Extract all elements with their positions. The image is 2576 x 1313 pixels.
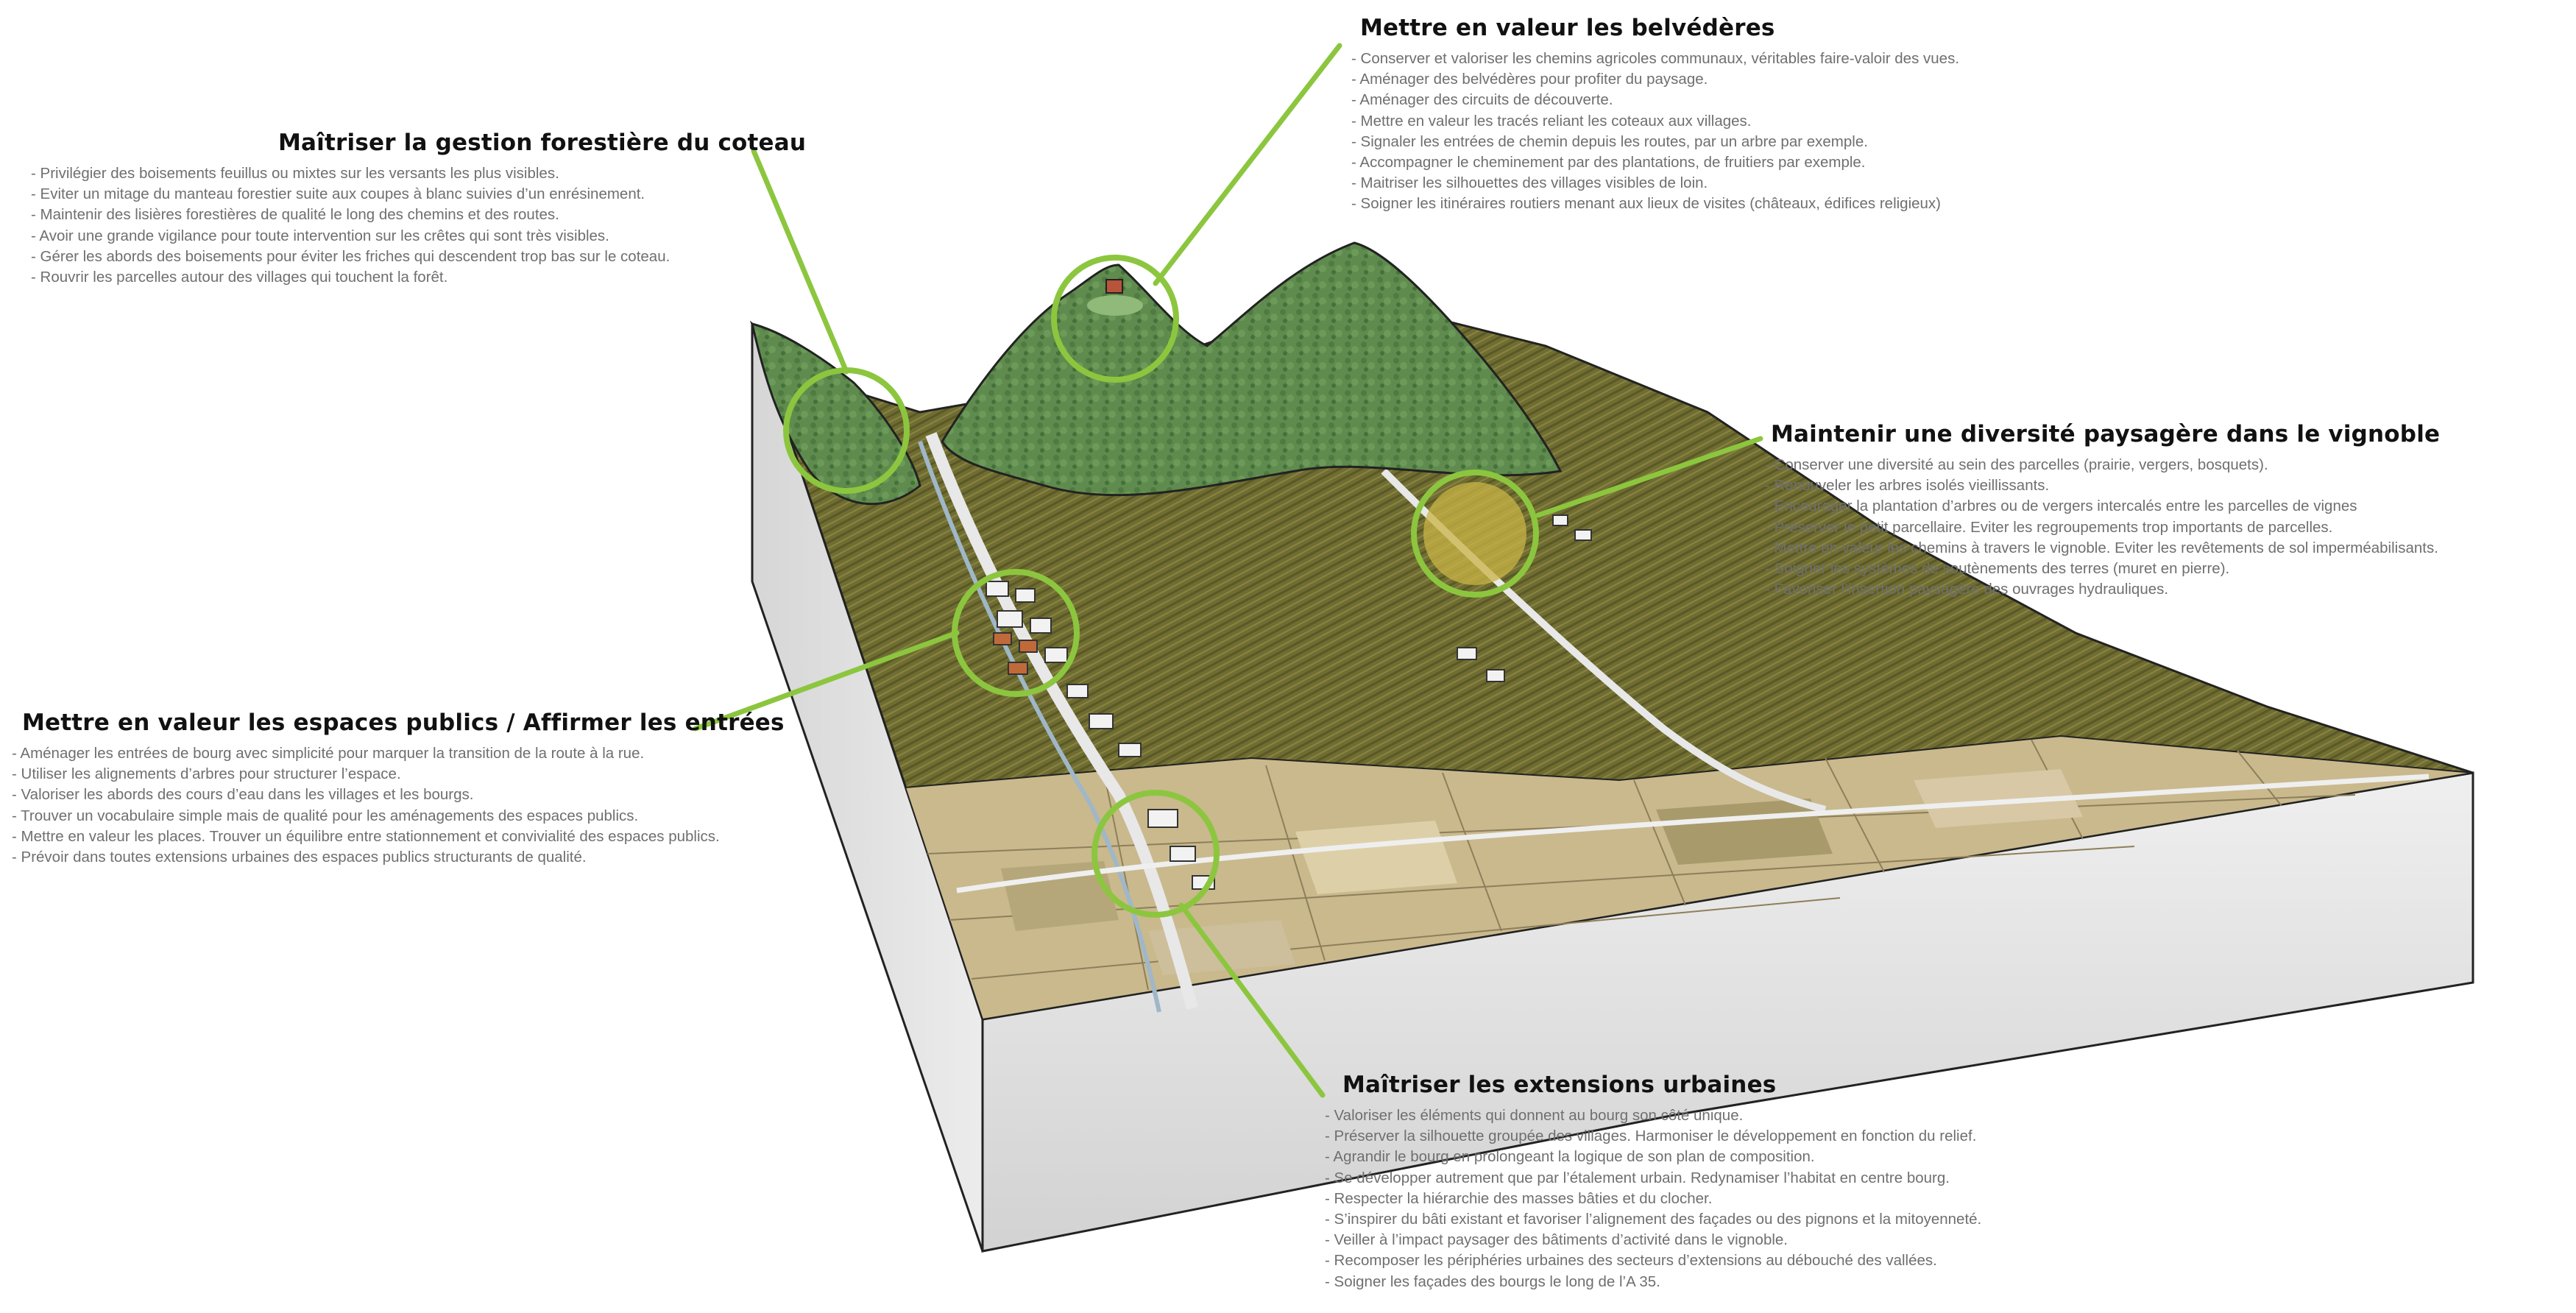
annotation-item: - Signaler les entrées de chemin depuis … bbox=[1351, 132, 1868, 150]
annotation-item: - Soigner les itinéraires routiers menan… bbox=[1351, 195, 1942, 213]
annotation-title: Mettre en valeur les espaces publics / A… bbox=[22, 709, 785, 736]
annotation-item: - Utiliser les alignements d’arbres pour… bbox=[12, 765, 401, 783]
village-buildings bbox=[986, 514, 1592, 890]
annotation-item: - Rouvrir les parcelles autour des villa… bbox=[31, 269, 448, 286]
annotation-item: - Préserver le petit parcellaire. Eviter… bbox=[1765, 518, 2333, 536]
focus-circle-foret bbox=[783, 367, 910, 494]
annotation-item: - Conserver une diversité au sein des pa… bbox=[1765, 456, 2268, 473]
focus-circles bbox=[783, 255, 1539, 918]
focus-circle-vignoble bbox=[1411, 470, 1539, 598]
belvedere-chapel bbox=[1105, 279, 1123, 294]
annotation-item: - Recomposer les périphéries urbaines de… bbox=[1325, 1252, 1937, 1270]
forest-hill-center bbox=[941, 241, 1563, 497]
annotation-item: - Aménager des circuits de découverte. bbox=[1351, 91, 1613, 109]
annotation-item: - Préserver la silhouette groupée des vi… bbox=[1325, 1128, 1977, 1145]
annotation-title: Mettre en valeur les belvédères bbox=[1360, 15, 1775, 41]
annotation-foret: Maîtriser la gestion forestière du cotea… bbox=[31, 130, 806, 288]
village-roofs bbox=[993, 632, 1038, 675]
focus-circle-extensions bbox=[1091, 790, 1220, 918]
focus-circle-belvederes bbox=[1051, 255, 1179, 383]
annotation-item: - Avoir une grande vigilance pour toute … bbox=[31, 227, 609, 244]
annotation-item: - Valoriser les abords des cours d’eau d… bbox=[12, 786, 474, 804]
annotation-item: - Soigner les systèmes de soutènements d… bbox=[1765, 560, 2230, 578]
annotation-item: - Accompagner le cheminement par des pla… bbox=[1351, 154, 1866, 171]
annotation-item: - Maintenir des lisières forestières de … bbox=[31, 206, 559, 224]
annotation-item: - Gérer les abords des boisements pour é… bbox=[31, 247, 670, 265]
vineyard-diversity-patch bbox=[1423, 482, 1526, 585]
annotation-item: - Prévoir dans toutes extensions urbaine… bbox=[12, 849, 587, 866]
annotation-item: - Eviter un mitage du manteau forestier … bbox=[31, 185, 645, 203]
annotation-items: - Valoriser les éléments qui donnent au … bbox=[1325, 1105, 1981, 1292]
annotation-item: - Privilégier des boisements feuillus ou… bbox=[31, 165, 559, 182]
leader-extensions bbox=[1178, 902, 1326, 1098]
annotation-item: - Aménager les entrées de bourg avec sim… bbox=[12, 745, 645, 762]
annotation-items: - Aménager les entrées de bourg avec sim… bbox=[12, 743, 785, 868]
annotation-item: - Maitriser les silhouettes des villages… bbox=[1351, 174, 1708, 192]
leader-espaces bbox=[693, 630, 960, 732]
annotation-item: - Renouveler les arbres isolés vieilliss… bbox=[1765, 477, 2050, 495]
annotation-item: - Mettre en valeur les tracés reliant le… bbox=[1351, 112, 1752, 130]
focus-circle-espaces bbox=[952, 569, 1080, 697]
annotation-item: - Veiller à l’impact paysager des bâtime… bbox=[1325, 1231, 1788, 1249]
annotation-title: Maîtriser les extensions urbaines bbox=[1342, 1072, 1777, 1098]
forest-slope-left bbox=[750, 322, 921, 506]
annotation-item: - Trouver un vocabulaire simple mais de … bbox=[12, 807, 639, 824]
annotation-item: - Favoriser l’insertion paysagère des ou… bbox=[1765, 581, 2169, 598]
annotation-item: - Aménager des belvédères pour profiter … bbox=[1351, 71, 1708, 88]
annotation-item: - Mettre en valeur les chemins à travers… bbox=[1765, 539, 2438, 556]
annotation-item: - Conserver et valoriser les chemins agr… bbox=[1351, 50, 1960, 67]
belvedere-peak bbox=[1087, 295, 1143, 316]
annotation-item: - Se développer autrement que par l’étal… bbox=[1325, 1169, 1950, 1186]
annotation-title: Maintenir une diversité paysagère dans l… bbox=[1771, 421, 2441, 447]
leader-vignoble bbox=[1535, 436, 1763, 518]
annotation-item: - Valoriser les éléments qui donnent au … bbox=[1325, 1107, 1744, 1124]
annotation-items: - Conserver et valoriser les chemins agr… bbox=[1351, 49, 1959, 215]
leader-lines bbox=[693, 43, 1763, 1098]
field-parcels bbox=[927, 739, 2356, 991]
annotation-item: - Encourager la plantation d’arbres ou d… bbox=[1765, 498, 2357, 515]
annotation-vignoble: Maintenir une diversité paysagère dans l… bbox=[1765, 421, 2440, 600]
leader-belvederes bbox=[1153, 43, 1342, 286]
annotation-extensions: Maîtriser les extensions urbaines - Valo… bbox=[1325, 1072, 1981, 1292]
valley-river bbox=[918, 441, 1161, 1013]
leader-foret bbox=[751, 148, 849, 375]
annotation-items: - Conserver une diversité au sein des pa… bbox=[1765, 455, 2440, 600]
annotation-items: - Privilégier des boisements feuillus ou… bbox=[31, 163, 806, 288]
annotation-item: - S’inspirer du bâti existant et favoris… bbox=[1325, 1211, 1982, 1228]
annotation-espaces-publics: Mettre en valeur les espaces publics / A… bbox=[12, 709, 785, 868]
annotation-item: - Agrandir le bourg en prolongeant la lo… bbox=[1325, 1148, 1815, 1166]
annotation-title: Maîtriser la gestion forestière du cotea… bbox=[278, 130, 807, 156]
annotation-item: - Respecter la hiérarchie des masses bât… bbox=[1325, 1189, 1713, 1207]
valley-road bbox=[925, 432, 1198, 1011]
annotation-item: - Soigner les façades des bourgs le long… bbox=[1325, 1273, 1660, 1290]
annotation-belvederes: Mettre en valeur les belvédères - Conser… bbox=[1351, 15, 1959, 215]
annotation-item: - Mettre en valeur les places. Trouver u… bbox=[12, 827, 720, 845]
